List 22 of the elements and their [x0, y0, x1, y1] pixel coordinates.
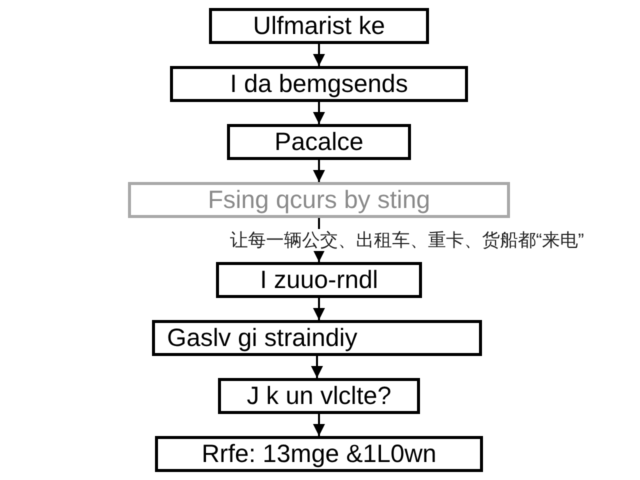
- step-text: Ulfmarist ke: [253, 14, 385, 38]
- process-box: [209, 8, 429, 44]
- arrow: [311, 356, 323, 378]
- step-text: Gaslv gi straindiy: [167, 326, 358, 350]
- step-text: Fsing qcurs by sting: [208, 188, 430, 212]
- process-box: [227, 124, 411, 160]
- step-text: J k un vlclte?: [246, 384, 392, 408]
- arrow: [313, 414, 325, 436]
- arrow: [313, 44, 325, 66]
- step-text: Rrfe: 13mge &1L0wn: [202, 442, 436, 466]
- arrow: [313, 298, 325, 320]
- arrow: [313, 102, 325, 124]
- process-box: [128, 182, 510, 218]
- step-text: I zuuo-rndl: [260, 268, 378, 292]
- process-box: [170, 66, 468, 102]
- process-box: [218, 378, 420, 414]
- process-box: [155, 436, 483, 472]
- process-box: [152, 320, 482, 356]
- arrow: [313, 160, 325, 182]
- step-text: I da bemgsends: [230, 72, 408, 96]
- step-text: Pacalce: [274, 130, 364, 154]
- process-box: [216, 262, 422, 298]
